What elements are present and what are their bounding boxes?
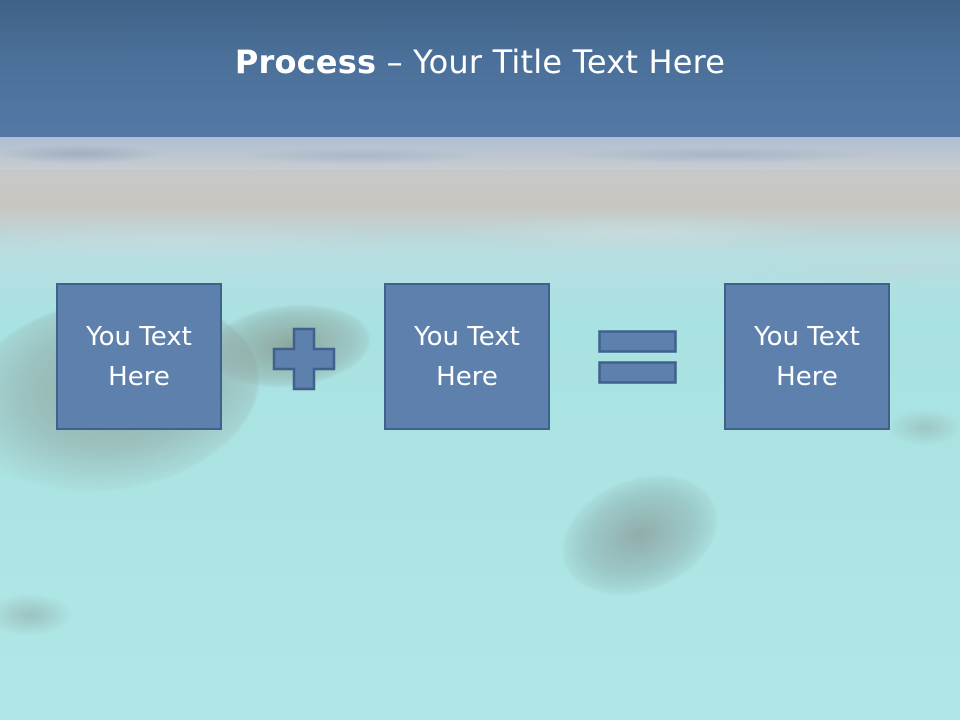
island-bottom-right: [545, 454, 735, 616]
process-step-1[interactable]: You Text Here: [56, 283, 222, 430]
process-step-3[interactable]: You Text Here: [724, 283, 890, 430]
process-step-2[interactable]: You Text Here: [384, 283, 550, 430]
slide-title[interactable]: Process – Your Title Text Here: [235, 46, 725, 78]
island-bottom-left: [0, 595, 70, 635]
slide-header: Process – Your Title Text Here: [0, 0, 960, 137]
equals-icon: [598, 330, 677, 384]
process-step-3-text: You Text Here: [754, 321, 860, 392]
island-right: [890, 410, 960, 445]
plus-icon: [272, 327, 336, 391]
mountain-ridge: [0, 138, 960, 168]
slide-title-bold: Process: [234, 42, 377, 81]
slide-title-rest: – Your Title Text Here: [376, 42, 726, 81]
horizon-haze: [0, 135, 960, 170]
process-step-1-text: You Text Here: [86, 321, 192, 392]
process-step-2-text: You Text Here: [414, 321, 520, 392]
